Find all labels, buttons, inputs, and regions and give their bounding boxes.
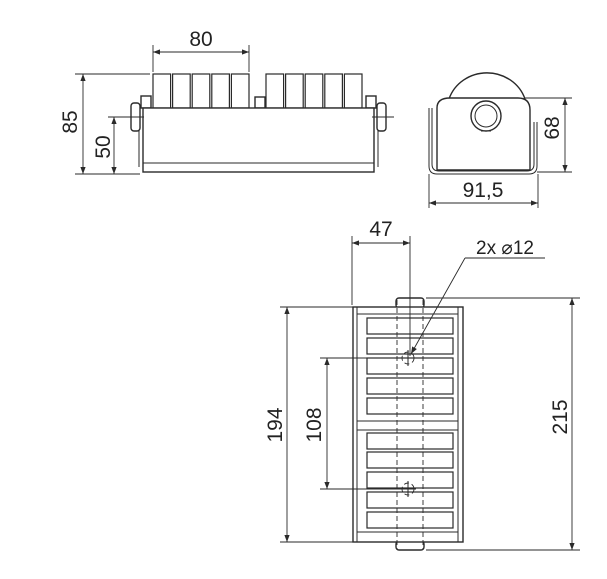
dim-215-label: 215 (549, 399, 572, 434)
roller-segment (366, 451, 454, 469)
roller-segment (366, 357, 454, 375)
roller-arc (448, 72, 526, 100)
right-bracket-tab (365, 95, 377, 109)
middle-spacer (356, 420, 459, 431)
dim-68-label: 68 (541, 116, 564, 139)
dim-85-label: 85 (59, 110, 82, 133)
roller-body (142, 107, 375, 173)
side-view: 68 91,5 (428, 72, 572, 208)
roller-segment (366, 397, 454, 415)
roller-segment (191, 73, 211, 109)
plan-view: 47 2x ⌀12 194 108 215 (264, 218, 580, 551)
dim-50-label: 50 (92, 135, 115, 158)
dim-194-label: 194 (264, 407, 287, 442)
roller-segment (366, 491, 454, 509)
dim-108-label: 108 (303, 407, 326, 442)
roller-segment (265, 73, 285, 109)
dim-80-label: 80 (189, 28, 212, 51)
roller-segment (152, 73, 172, 109)
dim-91-5-label: 91,5 (463, 179, 504, 202)
roller-segment (366, 432, 454, 450)
roller-segment (366, 511, 454, 529)
side-body (436, 97, 531, 171)
roller-segment (366, 471, 454, 489)
u-bracket (428, 108, 538, 175)
center-spacer (254, 96, 266, 109)
hole-callout-label: 2x ⌀12 (476, 238, 534, 259)
roller-segment (304, 73, 324, 109)
left-bracket-tab (140, 95, 152, 109)
roller-segment (285, 73, 304, 109)
roller-segment (230, 73, 250, 109)
plan-roller-segments (366, 317, 454, 529)
roller-segment (366, 377, 454, 395)
roller-segment (211, 73, 231, 109)
roller-segment (324, 73, 343, 109)
roller-segment (343, 73, 363, 109)
front-view: 80 85 50 (59, 28, 394, 175)
roller-segment (172, 73, 191, 109)
roller-segments (152, 73, 363, 109)
dim-47-label: 47 (369, 218, 392, 241)
